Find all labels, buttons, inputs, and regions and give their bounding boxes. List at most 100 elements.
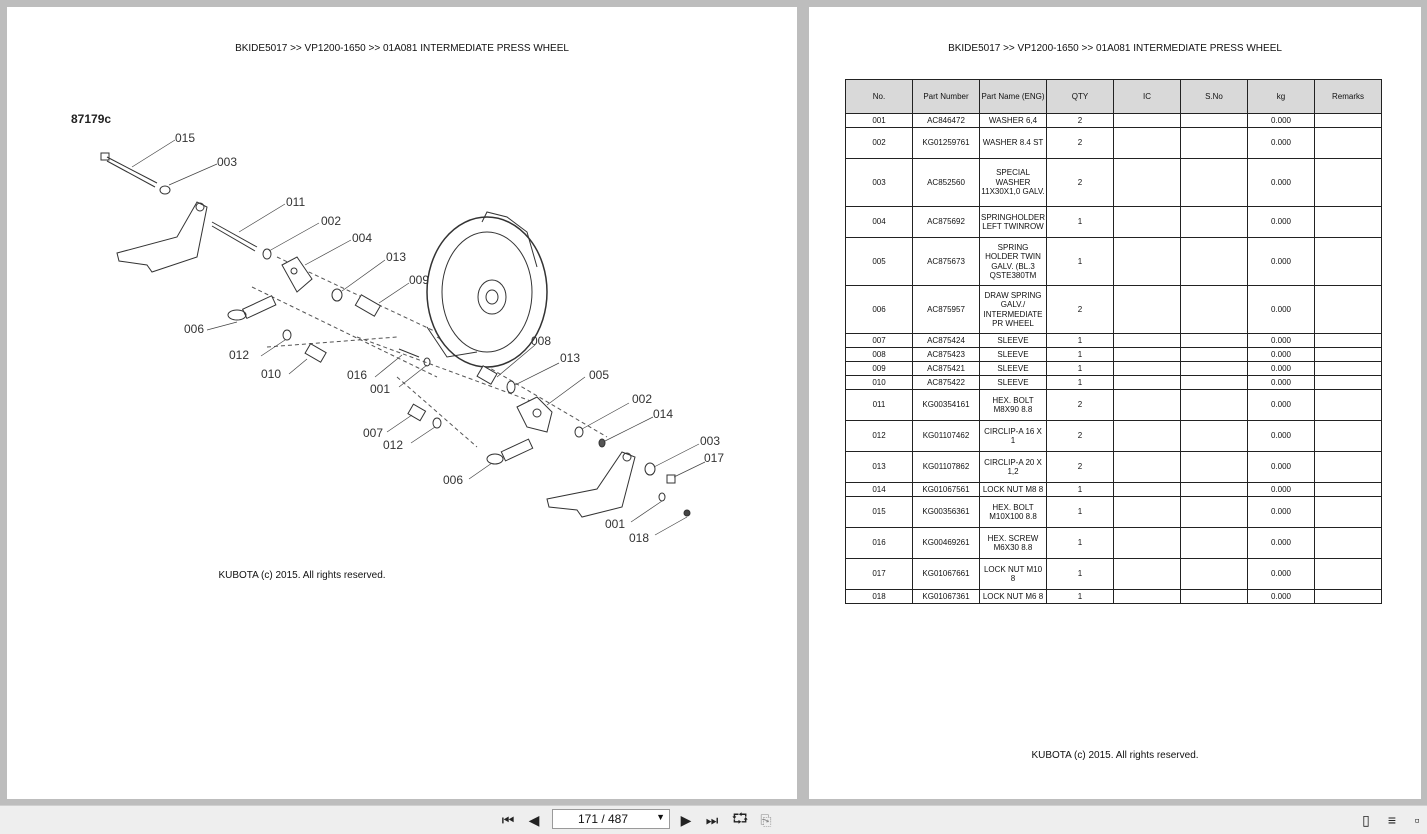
page-number-select[interactable]: 171 / 487 ▼ <box>552 809 670 829</box>
table-cell-no: 004 <box>845 206 913 238</box>
table-cell-part: AC875423 <box>912 347 980 362</box>
table-cell-no: 016 <box>845 527 913 559</box>
table-cell-ic <box>1113 113 1181 128</box>
table-header-row: No. Part Number Part Name (ENG) QTY IC S… <box>845 79 1382 114</box>
first-page-icon[interactable]: ⏮ <box>501 811 515 828</box>
table-cell-no: 015 <box>845 496 913 528</box>
callout-label: 005 <box>589 368 609 382</box>
callout-label: 007 <box>363 426 383 440</box>
table-cell-no: 007 <box>845 333 913 348</box>
diagram-code: 87179c <box>71 112 112 126</box>
table-cell-rem <box>1314 375 1382 390</box>
table-cell-ic <box>1113 158 1181 207</box>
table-cell-rem <box>1314 389 1382 421</box>
table-cell-no: 001 <box>845 113 913 128</box>
table-cell-ic <box>1113 496 1181 528</box>
single-page-view-icon[interactable]: ▯ <box>1362 811 1370 828</box>
table-cell-kg: 0.000 <box>1247 482 1315 497</box>
rotate-icon[interactable]: ⮔ <box>731 810 749 826</box>
table-cell-qty: 1 <box>1046 206 1114 238</box>
table-cell-kg: 0.000 <box>1247 451 1315 483</box>
copy-icon[interactable]: ⎘ <box>760 811 772 828</box>
table-cell-name: SLEEVE <box>979 333 1047 348</box>
table-cell-part: AC875957 <box>912 285 980 334</box>
table-cell-sno <box>1180 113 1248 128</box>
table-cell-ic <box>1113 589 1181 604</box>
table-cell-kg: 0.000 <box>1247 127 1315 159</box>
table-cell-no: 008 <box>845 347 913 362</box>
table-cell-rem <box>1314 347 1382 362</box>
table-cell-qty: 1 <box>1046 361 1114 376</box>
table-cell-name: HEX. BOLT M10X100 8.8 <box>979 496 1047 528</box>
table-cell-no: 011 <box>845 389 913 421</box>
table-cell-kg: 0.000 <box>1247 589 1315 604</box>
table-cell-rem <box>1314 127 1382 159</box>
table-cell-sno <box>1180 496 1248 528</box>
table-cell-rem <box>1314 333 1382 348</box>
column-header: IC <box>1113 79 1181 114</box>
table-cell-sno <box>1180 389 1248 421</box>
table-cell-ic <box>1113 482 1181 497</box>
two-page-view-icon[interactable]: ▫ <box>1414 812 1420 828</box>
table-cell-part: KG01067561 <box>912 482 980 497</box>
table-cell-part: AC875422 <box>912 375 980 390</box>
table-cell-part: AC875673 <box>912 237 980 286</box>
callout-label: 009 <box>409 273 429 287</box>
table-cell-rem <box>1314 482 1382 497</box>
table-cell-no: 012 <box>845 420 913 452</box>
callout-label: 001 <box>605 517 625 531</box>
table-cell-ic <box>1113 285 1181 334</box>
table-cell-no: 014 <box>845 482 913 497</box>
table-cell-rem <box>1314 496 1382 528</box>
table-cell-name: WASHER 8.4 ST <box>979 127 1047 159</box>
column-header: QTY <box>1046 79 1114 114</box>
table-cell-part: KG01067661 <box>912 558 980 590</box>
column-header: Remarks <box>1314 79 1382 114</box>
table-cell-rem <box>1314 451 1382 483</box>
next-page-icon[interactable]: ▶ <box>680 811 692 828</box>
table-cell-kg: 0.000 <box>1247 527 1315 559</box>
table-cell-name: SPRINGHOLDER LEFT TWINROW <box>979 206 1047 238</box>
table-cell-rem <box>1314 237 1382 286</box>
table-cell-name: SPRING HOLDER TWIN GALV. (BL.3 QSTE380TM <box>979 237 1047 286</box>
table-cell-rem <box>1314 558 1382 590</box>
table-cell-rem <box>1314 527 1382 559</box>
table-cell-ic <box>1113 206 1181 238</box>
callout-label: 014 <box>653 407 673 421</box>
last-page-icon[interactable]: ⏭ <box>705 811 719 828</box>
table-cell-name: SLEEVE <box>979 375 1047 390</box>
column-header: kg <box>1247 79 1315 114</box>
continuous-view-icon[interactable]: ≡ <box>1387 812 1397 828</box>
table-cell-kg: 0.000 <box>1247 558 1315 590</box>
table-cell-rem <box>1314 420 1382 452</box>
table-cell-ic <box>1113 347 1181 362</box>
prev-page-icon[interactable]: ◀ <box>528 811 540 828</box>
table-cell-sno <box>1180 333 1248 348</box>
table-cell-rem <box>1314 206 1382 238</box>
table-cell-ic <box>1113 361 1181 376</box>
callout-label: 017 <box>704 451 724 465</box>
table-cell-qty: 1 <box>1046 237 1114 286</box>
table-cell-rem <box>1314 589 1382 604</box>
callout-label: 002 <box>632 392 652 406</box>
table-cell-ic <box>1113 389 1181 421</box>
table-cell-name: SLEEVE <box>979 347 1047 362</box>
table-cell-no: 005 <box>845 237 913 286</box>
table-cell-part: KG01259761 <box>912 127 980 159</box>
callout-label: 003 <box>217 155 237 169</box>
callout-label: 010 <box>261 367 281 381</box>
callout-label: 004 <box>352 231 372 245</box>
exploded-parts-diagram: 015 003 011 002 004 013 009 006 012 010 … <box>100 131 724 545</box>
callout-label: 006 <box>184 322 204 336</box>
table-cell-part: KG01067361 <box>912 589 980 604</box>
table-cell-qty: 1 <box>1046 589 1114 604</box>
